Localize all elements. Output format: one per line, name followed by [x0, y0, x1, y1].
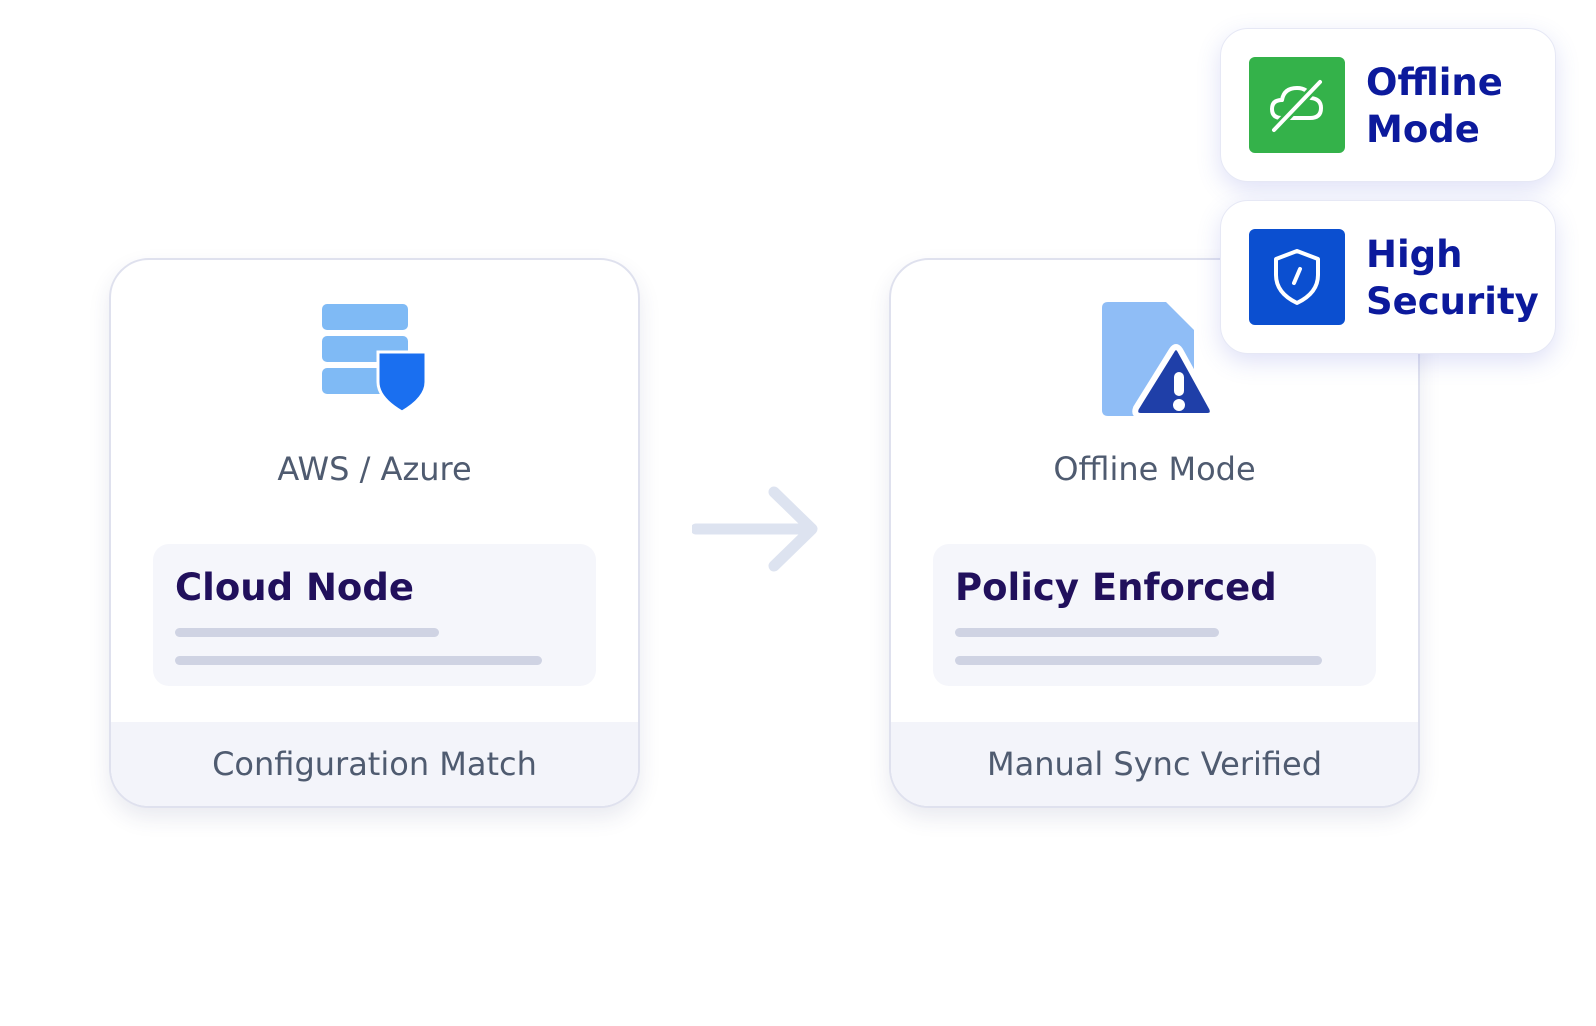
placeholder-line — [175, 628, 439, 637]
database-shield-icon — [111, 302, 638, 414]
placeholder-line — [175, 656, 542, 665]
badge-label: Offline Mode — [1366, 61, 1503, 151]
card-footer: Configuration Match — [111, 722, 638, 806]
cloud-off-icon — [1249, 57, 1345, 153]
card-title: Policy Enforced — [955, 566, 1277, 609]
card-subtitle: Offline Mode — [1053, 450, 1256, 488]
card-footer: Manual Sync Verified — [891, 722, 1418, 806]
placeholder-line — [955, 656, 1322, 665]
high-security-badge: High Security — [1220, 200, 1556, 354]
document-warning-icon — [891, 302, 1418, 418]
shield-check-icon — [1249, 229, 1345, 325]
offline-mode-badge: Offline Mode — [1220, 28, 1556, 182]
placeholder-line — [955, 628, 1219, 637]
card-content-panel: Cloud Node — [153, 544, 596, 686]
cloud-node-card: AWS / Azure Cloud Node Configuration Mat… — [109, 258, 640, 808]
card-subtitle: AWS / Azure — [277, 450, 472, 488]
arrow-right-icon — [690, 486, 822, 576]
card-title: Cloud Node — [175, 566, 414, 609]
badge-label: High Security — [1366, 233, 1539, 323]
card-content-panel: Policy Enforced — [933, 544, 1376, 686]
